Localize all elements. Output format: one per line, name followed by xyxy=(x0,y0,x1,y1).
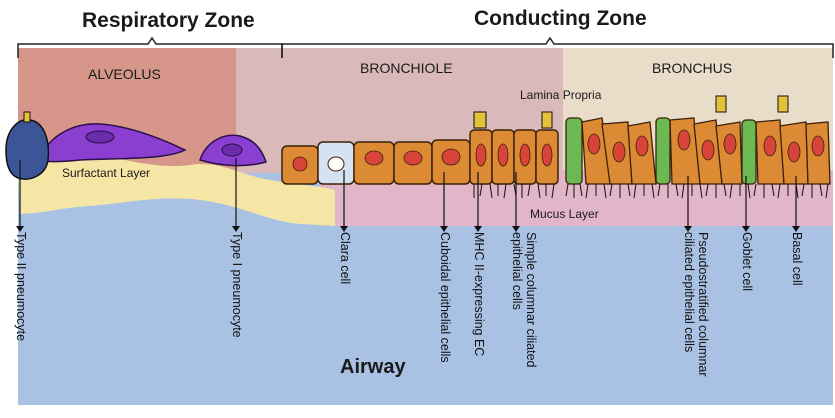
type2-pneumocyte-label: Type II pneumocyte xyxy=(14,232,28,342)
airway-lower xyxy=(18,226,833,405)
cell-nucleus xyxy=(587,133,601,155)
airway-label: Airway xyxy=(340,356,406,378)
pseudostratified-cells xyxy=(565,117,831,185)
type2-pneumocyte xyxy=(5,119,50,180)
cell-nucleus xyxy=(787,141,801,163)
respiratory-zone-title: Respiratory Zone xyxy=(82,9,255,32)
cell-nucleus xyxy=(763,135,777,157)
clara-cell-label: Clara cell xyxy=(338,232,352,285)
bronchus-label: BRONCHUS xyxy=(652,60,733,76)
cell-nucleus xyxy=(403,150,423,166)
cuboidal-cells-label: Cuboidal epithelial cells xyxy=(438,232,452,363)
simple-columnar-label: Simple columnar ciliated epithelial cell… xyxy=(510,232,538,368)
cell-nucleus xyxy=(541,143,553,167)
cell-nucleus xyxy=(723,133,737,155)
cell-nucleus xyxy=(292,156,308,172)
mucus-layer-label: Mucus Layer xyxy=(530,207,599,221)
type1-nucleus-left xyxy=(85,130,115,144)
cell-nucleus xyxy=(701,139,715,161)
pointer-arrowheads xyxy=(16,226,800,232)
cell-nucleus xyxy=(811,135,825,157)
goblet-cell-label: Goblet cell xyxy=(740,232,754,292)
cell-nucleus xyxy=(475,143,487,167)
lamina-propria-label: Lamina Propria xyxy=(520,88,602,102)
cell-nucleus xyxy=(612,141,626,163)
goblet-cell xyxy=(565,117,583,185)
conducting-zone-title: Conducting Zone xyxy=(474,7,647,30)
cuboidal-cells xyxy=(281,139,471,185)
bronchus-sensor-icon xyxy=(715,95,789,113)
type1-nucleus-right xyxy=(221,143,243,157)
surfactant-airway-edge xyxy=(18,198,335,232)
goblet-cell xyxy=(741,119,757,185)
cell-nucleus xyxy=(364,150,384,166)
cell-nucleus xyxy=(519,143,531,167)
mhc-ec-label: MHC II-expressing EC xyxy=(472,232,486,357)
simple-columnar-cells xyxy=(469,129,559,185)
cell-nucleus xyxy=(441,148,461,166)
alveolus-label: ALVEOLUS xyxy=(88,66,161,82)
columnar-sensor-icon xyxy=(541,111,553,129)
pointer-lines xyxy=(19,158,797,228)
bronchiole-label: BRONCHIOLE xyxy=(360,60,453,76)
conducting-bracket xyxy=(281,36,834,58)
surfactant-layer-label: Surfactant Layer xyxy=(62,166,151,180)
clara-nucleus xyxy=(327,156,345,172)
cell-nucleus xyxy=(497,143,509,167)
type2-sensor-icon xyxy=(23,111,31,123)
cell-nucleus xyxy=(635,135,649,157)
pseudostratified-label: Pseudostratified columnar ciliated epith… xyxy=(682,232,710,377)
basal-cell-label: Basal cell xyxy=(790,232,804,286)
surfactant-layer xyxy=(18,149,335,226)
goblet-cell xyxy=(655,117,671,185)
type1-pneumocyte-label: Type I pneumocyte xyxy=(230,232,244,338)
type1-pneumocyte-left xyxy=(39,123,187,163)
cilia xyxy=(473,183,829,199)
cell-nucleus xyxy=(677,129,691,151)
mhc-sensor-icon xyxy=(473,111,487,129)
